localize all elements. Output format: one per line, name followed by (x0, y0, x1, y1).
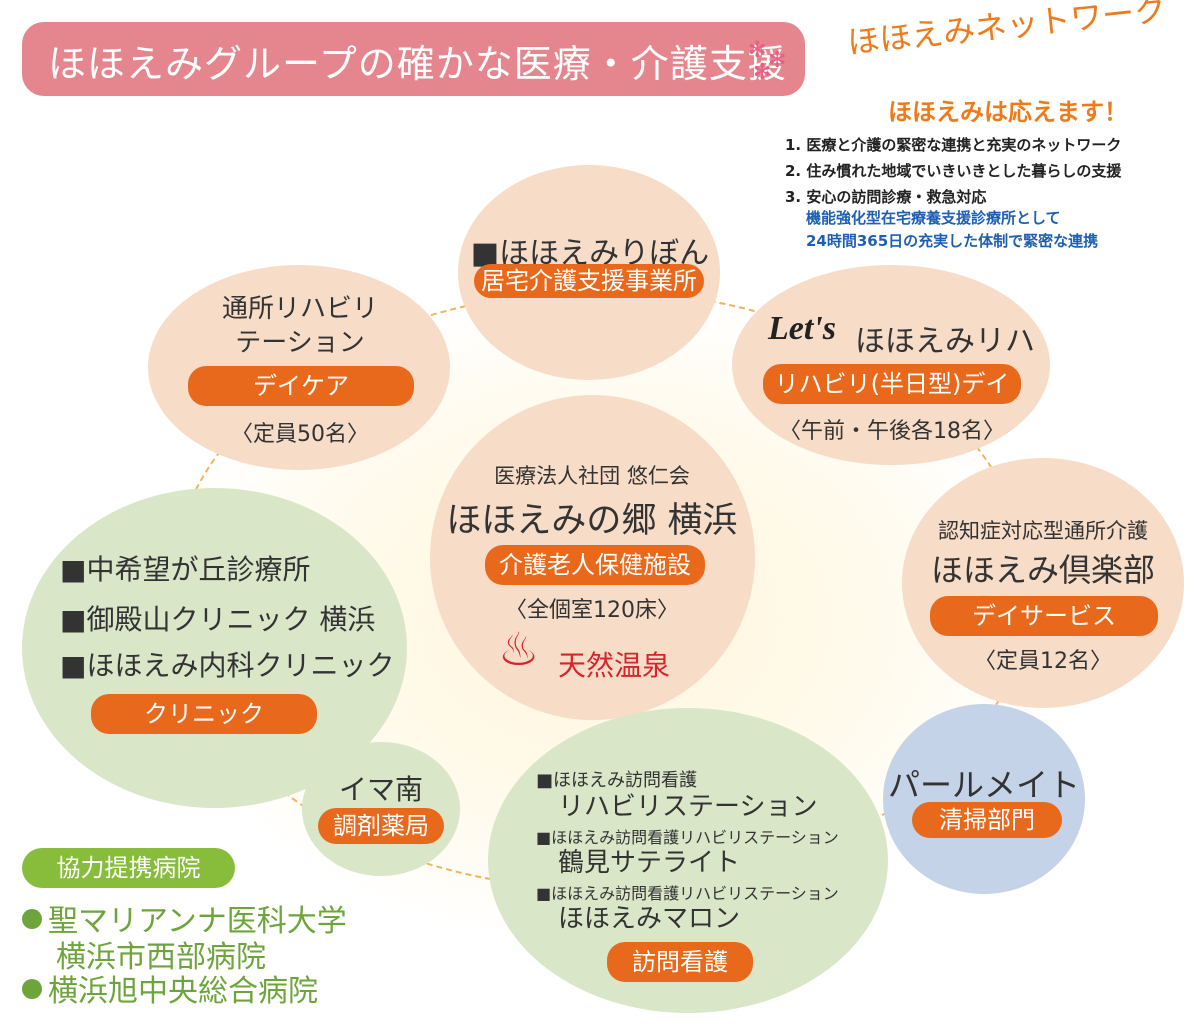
network-subtitle: ほほえみは応えます！ (888, 98, 1128, 126)
policy-detail: 機能強化型在宅療養支援診療所として (806, 209, 1061, 227)
letsreha-logo: Let's (768, 310, 836, 347)
center-name: ほほえみの郷 横浜 (446, 501, 738, 541)
page-title: ほほえみグループの確かな医療・介護支援 (48, 42, 787, 86)
clinic-item: ■御殿山クリニック 横浜 (60, 603, 376, 636)
club-circle (902, 458, 1184, 708)
flower-icon: ✻ (748, 38, 767, 63)
daycare-name: 通所リハビリ (221, 294, 379, 324)
club-name: ほほえみ倶楽部 (930, 551, 1156, 589)
hot-spring-icon: ♨ (498, 622, 540, 676)
network-title: ほほえみネットワーク (845, 0, 1168, 62)
clinic-badge: クリニック (91, 694, 317, 734)
ribbon-badge: 居宅介護支援事業所 (474, 264, 704, 298)
daycare-capacity: 〈定員50名〉 (231, 422, 369, 447)
visiting-name: ほほえみマロン (558, 904, 741, 934)
daycare-name: テーション (235, 328, 365, 358)
club-type: 認知症対応型通所介護 (938, 519, 1148, 543)
policy-detail: 24時間365日の充実した体制で緊密な連携 (806, 232, 1099, 250)
hospital-item: 聖マリアンナ医科大学 (22, 896, 347, 940)
pharmacy-name: イマ南 (338, 773, 424, 806)
center-capacity: 〈全個室120床〉 (505, 598, 679, 623)
onsen-label: 天然温泉 (558, 649, 671, 682)
visiting-badge: 訪問看護 (607, 942, 753, 982)
flower-icon: ✻ (768, 48, 787, 73)
club-badge: デイサービス (930, 596, 1158, 636)
clinic-item: ■ほほえみ内科クリニック (60, 649, 395, 682)
hospital-item: 横浜旭中央総合病院 (22, 966, 318, 1010)
visiting-name: 鶴見サテライト (558, 848, 741, 878)
pearl-name: パールメイト (887, 766, 1081, 804)
visiting-small: ■ほほえみ訪問看護リハビリステーション (536, 828, 839, 847)
bullet-icon (22, 909, 42, 929)
pharmacy-badge: 調剤薬局 (318, 808, 444, 844)
policy-item: 3. 安心の訪問診療・救急対応 (785, 188, 987, 206)
pearl-badge: 清掃部門 (912, 802, 1062, 838)
policy-item: 1. 医療と介護の緊密な連携と充実のネットワーク (785, 136, 1122, 154)
club-capacity: 〈定員12名〉 (974, 649, 1112, 674)
bullet-icon (22, 979, 42, 999)
clinic-item: ■中希望が丘診療所 (60, 553, 311, 586)
letsreha-capacity: 〈午前・午後各18名〉 (779, 419, 1005, 444)
center-corp: 医療法人社団 悠仁会 (494, 464, 690, 488)
visiting-small: ■ほほえみ訪問看護 (536, 770, 698, 791)
policy-item: 2. 住み慣れた地域でいきいきとした暮らしの支援 (785, 162, 1122, 180)
daycare-badge: デイケア (188, 366, 414, 406)
pearl-circle (883, 704, 1085, 894)
flower-icon: ✻ (753, 60, 772, 85)
visiting-name: リハビリステーション (558, 792, 818, 822)
center-badge: 介護老人保健施設 (485, 545, 705, 585)
letsreha-badge: リハビリ(半日型)デイ (763, 364, 1021, 404)
header-banner (22, 22, 805, 96)
hospital-name-line2: 横浜市西部病院 (56, 940, 266, 975)
hospital-name: 聖マリアンナ医科大学 (48, 904, 347, 939)
hospitals-badge: 協力提携病院 (22, 848, 235, 888)
visiting-small: ■ほほえみ訪問看護リハビリステーション (536, 884, 839, 903)
hospital-name: 横浜旭中央総合病院 (48, 974, 318, 1009)
letsreha-name: ほほえみリハ (855, 324, 1035, 359)
